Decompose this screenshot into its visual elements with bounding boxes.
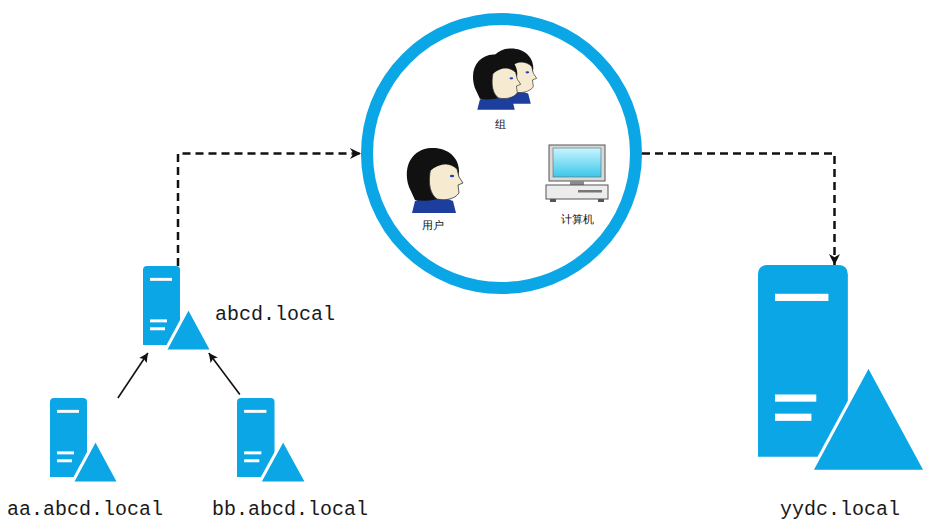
- domain-server-icon: [758, 265, 928, 476]
- domain-server-icon: [50, 398, 120, 485]
- domain-node: bb.abcd.local: [237, 398, 308, 485]
- object-label: 计算机: [544, 213, 610, 227]
- domain-name: aa.abcd.local: [7, 498, 163, 522]
- scope-node: 组用户 计算机: [361, 13, 642, 294]
- domain-server-icon: [237, 398, 308, 485]
- domain-node: aa.abcd.local: [50, 398, 120, 485]
- trust-arrow: [178, 154, 361, 267]
- object-node: 计算机: [544, 145, 610, 227]
- domain-name: yydc.local: [780, 498, 900, 522]
- domain-name: abcd.local: [215, 303, 335, 327]
- group-icon: [468, 48, 532, 106]
- tree-arrow: [118, 353, 148, 398]
- object-node: 组: [468, 48, 532, 132]
- user-icon: [400, 145, 466, 213]
- tree-arrow: [209, 353, 240, 395]
- domain-server-icon: [143, 266, 213, 353]
- object-node: 用户: [400, 145, 466, 233]
- computer-icon: [544, 145, 610, 203]
- domain-node: yydc.local: [758, 265, 928, 476]
- domain-node: abcd.local: [143, 266, 213, 353]
- object-label: 组: [468, 118, 532, 132]
- domain-name: bb.abcd.local: [212, 498, 368, 522]
- trust-arrow: [642, 154, 835, 266]
- object-label: 用户: [400, 219, 466, 233]
